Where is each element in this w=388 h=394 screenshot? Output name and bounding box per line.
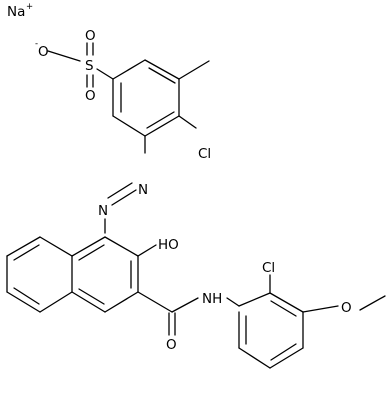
bond [171, 297, 199, 313]
bond [112, 59, 146, 80]
bond [104, 291, 139, 313]
bond [144, 59, 180, 80]
amide-oxygen-label: O [166, 337, 177, 353]
bond [137, 244, 157, 257]
sodium-label: Na [7, 4, 25, 20]
bond [226, 297, 240, 307]
amide-nh-label: NH [202, 291, 222, 307]
bond [112, 115, 146, 137]
chloro-label-bottom: Cl [262, 260, 275, 276]
bond [39, 291, 73, 313]
sodium-charge: + [26, 2, 33, 12]
bond [302, 305, 339, 313]
bond [39, 236, 73, 257]
sulfonate-oxygen-charge: - [35, 39, 38, 49]
bond [78, 288, 105, 305]
atom-labels: Na + O - O S O Cl N N HO NH O Cl O [7, 2, 352, 353]
bonds [6, 42, 386, 369]
bond [238, 292, 271, 307]
sulfonate-sulfur: S [85, 58, 94, 74]
bond [269, 292, 304, 313]
bond [270, 343, 297, 361]
bond [111, 189, 137, 206]
bond [238, 347, 271, 369]
bond [71, 291, 106, 313]
hydroxy-label: HO [158, 237, 179, 253]
bond [13, 244, 40, 261]
bond [13, 287, 40, 305]
bond [178, 60, 210, 80]
bond [359, 295, 386, 311]
bond [107, 182, 133, 199]
bond [78, 244, 105, 261]
bond [148, 67, 176, 84]
sulfonate-oxygen-top: O [85, 28, 96, 44]
azo-nitrogen-2: N [98, 203, 108, 219]
bond [269, 347, 304, 369]
bond [270, 300, 297, 317]
sulfonate-oxygen-bottom: O [85, 88, 96, 104]
bond [6, 291, 41, 313]
bond [71, 236, 106, 257]
bond [178, 115, 197, 129]
bond [96, 68, 114, 80]
bond [144, 115, 180, 137]
bond [47, 50, 81, 62]
azo-nitrogen-1: N [138, 182, 148, 198]
bond [137, 291, 173, 313]
sulfonate-oxygen-left: O [38, 44, 49, 60]
bond [146, 111, 175, 129]
chloro-label-top: Cl [198, 146, 211, 162]
bond [104, 236, 139, 257]
methoxy-oxygen-label: O [341, 300, 352, 316]
bond [6, 236, 41, 257]
